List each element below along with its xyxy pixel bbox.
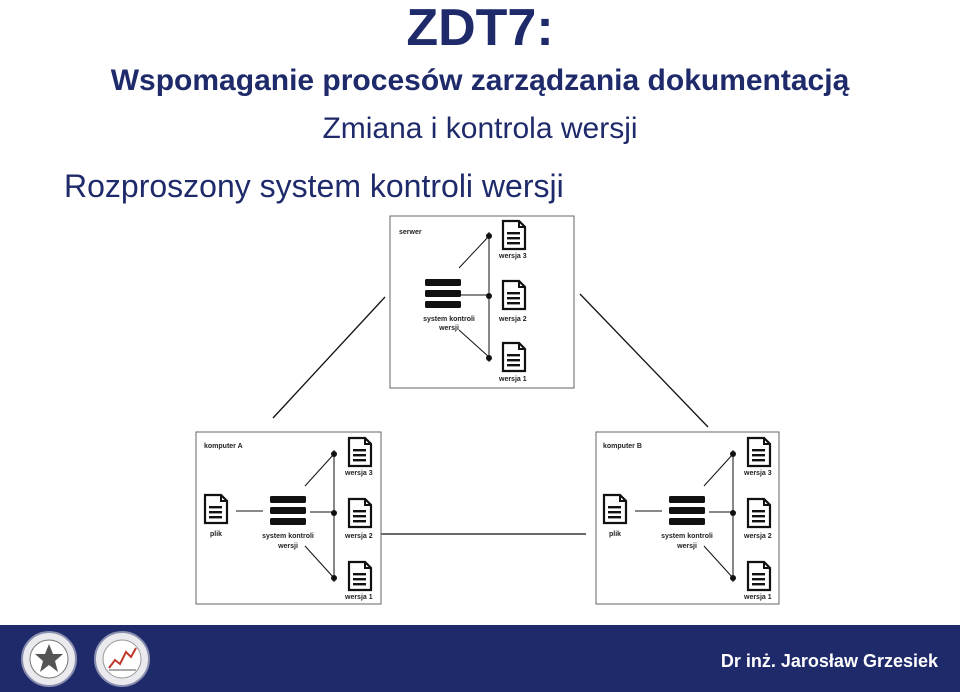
computer-a-version-1: wersja 1 — [344, 594, 373, 601]
computer-a-label: komputer A — [204, 443, 243, 450]
computer-b-vcs-label-2: wersji — [676, 543, 697, 550]
slide-subtitle-2: Zmiana i kontrola wersji — [322, 112, 638, 145]
server-version-3: wersja 3 — [498, 253, 527, 260]
computer-b-box: komputer B plik system kontroli wersji w… — [595, 431, 780, 605]
server-version-2: wersja 2 — [498, 316, 527, 323]
computer-b-file-label: plik — [609, 531, 621, 538]
computer-a-version-3: wersja 3 — [344, 470, 373, 477]
server-document-icon-v3 — [501, 219, 527, 251]
link-server-a — [272, 296, 386, 419]
faculty-logo — [94, 631, 150, 687]
server-label: serwer — [399, 229, 422, 236]
university-logo — [21, 631, 77, 687]
computer-a-document-icon-v3 — [347, 436, 373, 468]
computer-b-label: komputer B — [603, 443, 642, 450]
computer-a-document-icon-v2 — [347, 497, 373, 529]
author-name: Dr inż. Jarosław Grzesiek — [720, 651, 938, 671]
server-vcs-label-2: wersji — [438, 325, 459, 332]
computer-b-version-1: wersja 1 — [743, 594, 772, 601]
server-version-1: wersja 1 — [498, 376, 527, 383]
computer-a-box: komputer A plik system kontroli wersji w… — [195, 431, 382, 605]
computer-a-vcs-label-1: system kontroli — [262, 533, 314, 540]
computer-a-version-2: wersja 2 — [344, 533, 373, 540]
server-vcs-label-1: system kontroli — [423, 316, 475, 323]
slide-subtitle: Wspomaganie procesów zarządzania dokumen… — [110, 64, 850, 97]
computer-a-document-icon-v1 — [347, 560, 373, 592]
server-stack-icon — [425, 279, 461, 308]
computer-b-version-2: wersja 2 — [743, 533, 772, 540]
computer-b-version-3: wersja 3 — [743, 470, 772, 477]
server-box: serwer system kontroli wersji wersja 3 w… — [389, 215, 575, 389]
footer-bar: Dr inż. Jarosław Grzesiek — [0, 625, 960, 692]
link-server-b — [579, 293, 709, 428]
computer-b-document-icon-v3 — [746, 436, 772, 468]
server-document-icon-v1 — [501, 341, 527, 373]
computer-b-stack-icon — [669, 496, 705, 525]
slide-title: ZDT7: — [406, 0, 554, 57]
computer-b-document-icon-v2 — [746, 497, 772, 529]
computer-a-file-icon — [203, 493, 229, 525]
computer-a-file-label: plik — [210, 531, 222, 538]
server-document-icon-v2 — [501, 279, 527, 311]
computer-a-vcs-label-2: wersji — [277, 543, 298, 550]
computer-b-document-icon-v1 — [746, 560, 772, 592]
computer-a-stack-icon — [270, 496, 306, 525]
computer-b-file-icon — [602, 493, 628, 525]
section-title: Rozproszony system kontroli wersji — [64, 168, 564, 204]
computer-b-vcs-label-1: system kontroli — [661, 533, 713, 540]
